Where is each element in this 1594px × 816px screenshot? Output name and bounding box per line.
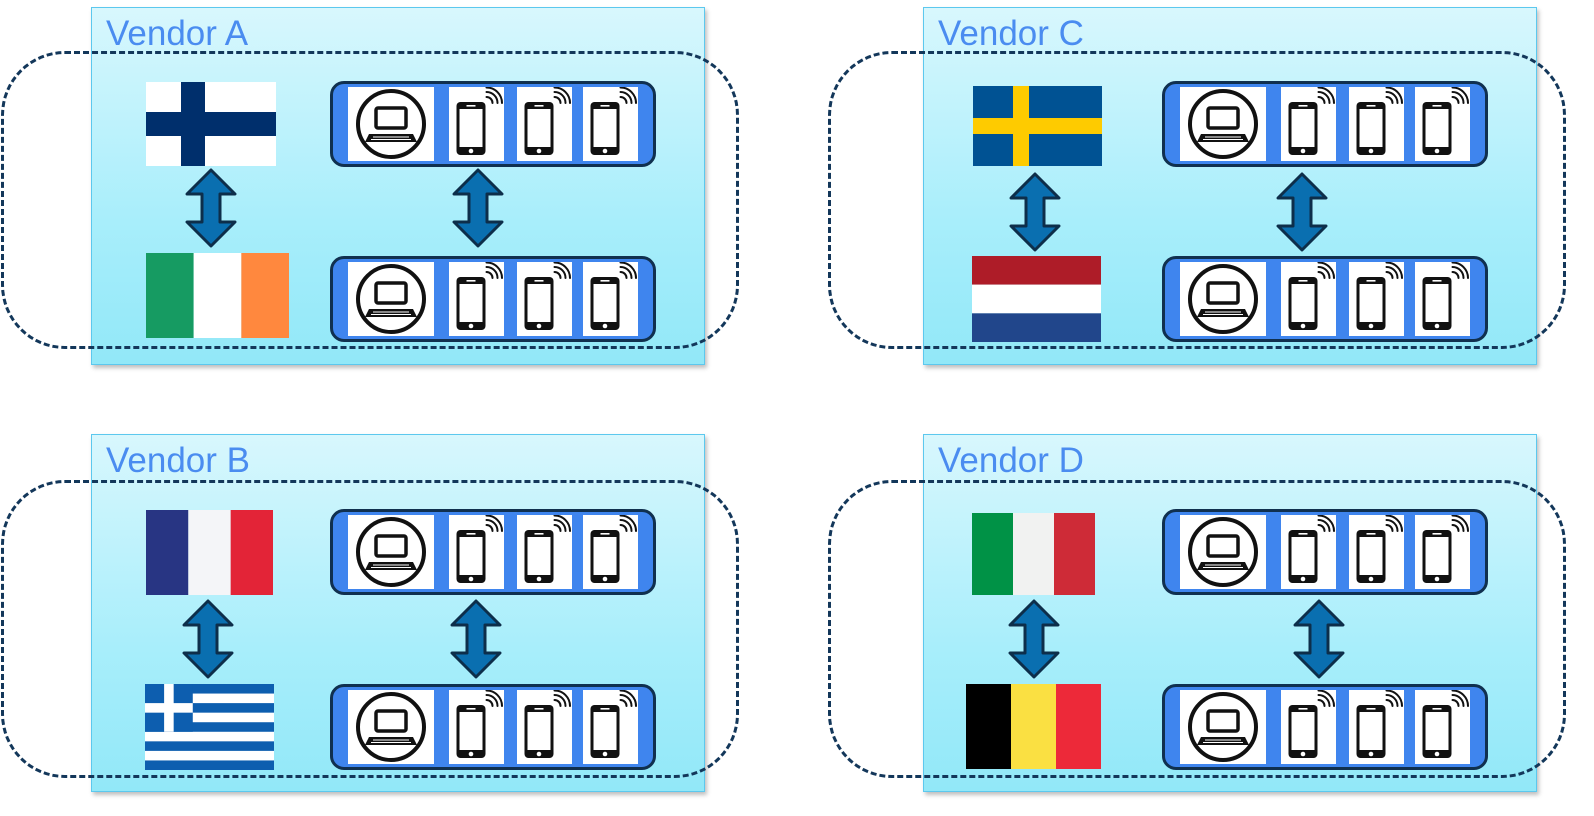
laptop-icon: [1180, 690, 1266, 764]
smartphone-wireless-icon: [449, 690, 504, 764]
double-arrow-icon: [1007, 172, 1063, 252]
laptop-icon: [348, 262, 434, 336]
double-arrow-icon: [450, 168, 506, 248]
netherlands-flag: [972, 256, 1101, 342]
greece-flag: [145, 684, 274, 770]
smartphone-wireless-icon: [1415, 515, 1470, 589]
smartphone-wireless-icon: [1281, 262, 1336, 336]
smartphone-wireless-icon: [1415, 87, 1470, 161]
double-arrow-icon: [1291, 599, 1347, 679]
smartphone-wireless-icon: [583, 690, 638, 764]
laptop-icon: [348, 515, 434, 589]
smartphone-wireless-icon: [517, 87, 572, 161]
smartphone-wireless-icon: [1281, 515, 1336, 589]
italy-flag: [972, 513, 1095, 595]
smartphone-wireless-icon: [449, 515, 504, 589]
device-group: [1162, 256, 1488, 342]
double-arrow-icon: [448, 599, 504, 679]
belgium-flag: [966, 684, 1101, 769]
sweden-flag: [973, 86, 1102, 166]
double-arrow-icon: [180, 599, 236, 679]
smartphone-wireless-icon: [583, 87, 638, 161]
smartphone-wireless-icon: [1349, 690, 1404, 764]
laptop-icon: [1180, 87, 1266, 161]
device-group: [1162, 684, 1488, 770]
smartphone-wireless-icon: [1349, 515, 1404, 589]
laptop-icon: [1180, 262, 1266, 336]
smartphone-wireless-icon: [1415, 690, 1470, 764]
smartphone-wireless-icon: [583, 262, 638, 336]
smartphone-wireless-icon: [517, 515, 572, 589]
smartphone-wireless-icon: [517, 690, 572, 764]
vendor-b-label: Vendor B: [106, 441, 250, 480]
smartphone-wireless-icon: [1349, 87, 1404, 161]
vendor-a-label: Vendor A: [106, 14, 249, 53]
smartphone-wireless-icon: [449, 87, 504, 161]
double-arrow-icon: [1274, 172, 1330, 252]
laptop-icon: [1180, 515, 1266, 589]
smartphone-wireless-icon: [1281, 690, 1336, 764]
laptop-icon: [348, 87, 434, 161]
laptop-icon: [348, 690, 434, 764]
finland-flag: [146, 82, 276, 166]
smartphone-wireless-icon: [1415, 262, 1470, 336]
france-flag: [146, 510, 273, 595]
smartphone-wireless-icon: [583, 515, 638, 589]
double-arrow-icon: [183, 168, 239, 248]
vendor-c-label: Vendor C: [938, 14, 1084, 53]
smartphone-wireless-icon: [1349, 262, 1404, 336]
smartphone-wireless-icon: [517, 262, 572, 336]
device-group: [1162, 81, 1488, 167]
ireland-flag: [146, 253, 289, 338]
smartphone-wireless-icon: [1281, 87, 1336, 161]
device-group: [330, 509, 656, 595]
device-group: [330, 256, 656, 342]
device-group: [330, 81, 656, 167]
smartphone-wireless-icon: [449, 262, 504, 336]
double-arrow-icon: [1006, 599, 1062, 679]
device-group: [330, 684, 656, 770]
device-group: [1162, 509, 1488, 595]
vendor-d-label: Vendor D: [938, 441, 1084, 480]
